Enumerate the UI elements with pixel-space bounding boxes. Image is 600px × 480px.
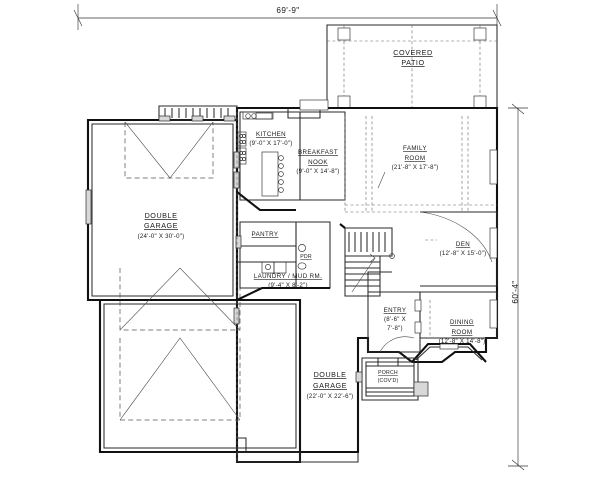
room-label-double-garage-upper-line2: GARAGE <box>144 221 178 230</box>
room-dim-double-garage-upper: (24'-0" X 30'-0") <box>138 233 185 240</box>
room-label-pantry: PANTRY <box>252 231 279 238</box>
room-dim-entry-line2: 7'-8") <box>387 325 403 332</box>
range-burner <box>242 134 246 138</box>
bar-stool <box>278 163 284 169</box>
patio-post <box>337 95 351 109</box>
room-label-double-garage-upper-line1: DOUBLE <box>145 211 178 220</box>
room-label-dining-room-line2: ROOM <box>452 329 473 336</box>
railing-base <box>223 115 236 122</box>
porch-area <box>355 357 429 401</box>
room-label-breakfast-nook-line1: BREAKFAST <box>298 149 338 156</box>
room-dim-family-room: (21'-8" X 17'-8") <box>392 164 439 171</box>
porch-post <box>355 371 363 383</box>
entry-area <box>367 271 422 353</box>
overall-height-dimension: 60'-4" <box>511 280 520 303</box>
den-window <box>489 227 498 259</box>
patio-post <box>473 27 487 41</box>
room-dim-den: (12'-8" X 15'-0") <box>440 250 487 257</box>
room-label-entry: ENTRY <box>384 307 407 314</box>
washer-icon <box>261 261 275 274</box>
room-dim-dining-room: (12'-8" X 14'-8") <box>439 338 486 345</box>
patio-post <box>337 27 351 41</box>
room-label-breakfast-nook-line2: NOOK <box>308 159 328 166</box>
deck-railing <box>158 105 238 122</box>
washer-drum <box>265 264 271 270</box>
den-area <box>419 211 498 287</box>
angled-interior-walls <box>236 191 330 301</box>
porch-column <box>413 381 429 397</box>
fridge-detail <box>242 151 246 155</box>
room-label-double-garage-lower-line2: GARAGE <box>313 381 347 390</box>
dimension-lines <box>73 4 528 471</box>
laundry-window <box>235 235 242 249</box>
wall-opening <box>233 171 240 189</box>
kitchen-island <box>261 151 279 197</box>
wall-opening <box>233 307 240 325</box>
dining-window <box>439 343 459 350</box>
wall-opening <box>233 151 240 169</box>
room-label-porch: PORCH <box>378 370 398 376</box>
room-dim-laundry-mud-room: (9'-4" X 8'-2") <box>268 282 308 289</box>
kitchen-range <box>237 131 247 147</box>
kitchen-sink <box>255 112 273 120</box>
bar-stool <box>278 179 284 185</box>
railing-base <box>191 115 204 122</box>
overall-width-dimension: 69'-9" <box>276 6 299 15</box>
entry-sidelight <box>414 299 422 312</box>
bar-stool <box>278 155 284 161</box>
bar-stool <box>278 171 284 177</box>
bar-stool <box>278 187 284 193</box>
room-dim-porch: (COV'D) <box>378 378 399 384</box>
newel-post <box>389 253 395 259</box>
room-dim-kitchen: (9'-0" X 17'-0") <box>249 140 292 147</box>
kitchen-area <box>237 111 301 201</box>
room-label-dining-room-line1: DINING <box>450 319 474 326</box>
room-dim-breakfast-nook: (9'-0" X 14'-8") <box>296 168 339 175</box>
room-label-family-room-line1: FAMILY <box>403 145 427 152</box>
room-label-powder-room: PDR <box>300 254 312 260</box>
covered-patio-outline <box>326 24 498 109</box>
kitchen-burner <box>245 113 251 119</box>
room-dim-double-garage-lower: (22'-0" X 22'-6") <box>307 393 354 400</box>
staircase <box>339 223 395 297</box>
kitchen-burner <box>251 113 257 119</box>
room-label-covered-patio-line2: PATIO <box>401 58 424 67</box>
room-label-kitchen: KITCHEN <box>256 131 286 138</box>
dining-side-window <box>489 299 498 329</box>
nook-window <box>299 99 329 111</box>
fridge-detail <box>242 157 246 161</box>
range-burner <box>242 140 246 144</box>
family-room-window <box>489 149 498 185</box>
room-label-laundry-mud-room: LAUNDRY / MUD RM. <box>254 273 322 280</box>
room-label-double-garage-lower-line1: DOUBLE <box>314 370 347 379</box>
wall-openings <box>233 112 240 462</box>
room-label-den: DEN <box>456 241 470 248</box>
toilet-icon <box>298 244 306 252</box>
patio-post <box>473 95 487 109</box>
railing-base <box>158 115 171 122</box>
dining-room-area <box>411 291 498 363</box>
garage-window <box>85 189 92 225</box>
front-steps <box>236 437 359 463</box>
room-dim-entry-line1: (8'-6" X <box>384 316 406 323</box>
room-label-covered-patio-line1: COVERED <box>393 48 432 57</box>
sink-icon <box>297 262 307 270</box>
upper-garage-walls <box>85 118 239 302</box>
dryer-icon <box>273 261 287 274</box>
entry-sidelight <box>414 321 422 334</box>
room-label-family-room-line2: ROOM <box>405 155 426 162</box>
